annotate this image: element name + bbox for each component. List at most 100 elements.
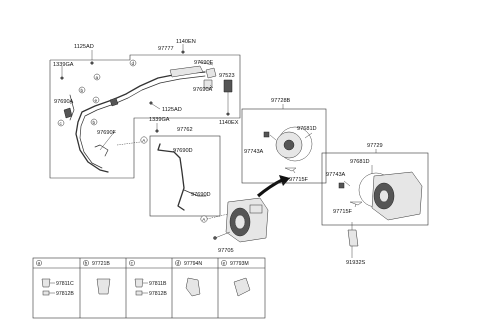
label-97705[interactable]: 97705 xyxy=(218,248,234,254)
svg-text:c: c xyxy=(60,121,63,126)
legend-table: a b 97721B c d 97794N e 97793M 97811C 97… xyxy=(32,257,266,319)
svg-text:b: b xyxy=(93,120,96,125)
label-91932s[interactable]: 91932S xyxy=(346,260,366,266)
bracket-part[interactable] xyxy=(109,97,119,107)
bolt-1125ad-mid[interactable] xyxy=(149,101,153,105)
clip-part[interactable] xyxy=(63,107,73,119)
legend-cell-e[interactable]: e 97793M xyxy=(221,260,249,267)
callout-d-hose[interactable]: d xyxy=(129,59,137,67)
label-97681d-bot[interactable]: 97681D xyxy=(350,159,370,165)
hose-97762-box xyxy=(149,135,221,217)
label-97681d-top[interactable]: 97681D xyxy=(297,126,317,132)
callout-e-hose[interactable]: e xyxy=(92,96,100,104)
svg-text:A: A xyxy=(202,217,206,222)
svg-text:97794N: 97794N xyxy=(184,261,202,267)
legend-cell-a[interactable]: a xyxy=(36,260,42,266)
fitting-97690a[interactable] xyxy=(203,79,213,89)
legend-cell-d[interactable]: d 97794N xyxy=(175,260,202,267)
hose-assembly-group xyxy=(49,44,241,179)
legend-label-97812b-a[interactable]: 97812B xyxy=(56,291,74,297)
label-97690a-left[interactable]: 97690A xyxy=(54,99,74,105)
label-97715f-bot[interactable]: 97715F xyxy=(333,209,353,215)
label-97690f[interactable]: 97690F xyxy=(97,130,117,136)
legend-part-97812b-a[interactable] xyxy=(42,290,50,296)
svg-text:d: d xyxy=(177,261,180,266)
muffler-part[interactable] xyxy=(169,65,204,78)
callout-a-hose[interactable]: a xyxy=(93,73,101,81)
label-97690d-top[interactable]: 97690D xyxy=(173,148,193,154)
compressor-box-97729: 97729 97681D 97743A 97715F 91932S xyxy=(321,143,429,266)
label-1140en[interactable]: 1140EN xyxy=(176,39,196,45)
label-97728b[interactable]: 97728B xyxy=(271,98,291,104)
callout-A-compressor[interactable]: A xyxy=(200,215,208,223)
suction-pipe xyxy=(75,71,206,173)
label-97523[interactable]: 97523 xyxy=(219,73,235,79)
legend-frame xyxy=(32,257,266,319)
callout-A-hose[interactable]: A xyxy=(140,136,148,144)
bolt-1140en[interactable] xyxy=(181,50,185,54)
legend-cell-b[interactable]: b 97721B xyxy=(83,260,110,267)
bolt-1125ad-top[interactable] xyxy=(90,61,94,65)
hose-97762[interactable] xyxy=(157,143,185,211)
compressor-97729-hub xyxy=(379,189,389,203)
svg-text:c: c xyxy=(131,261,134,266)
legend-label-97812b-c[interactable]: 97812B xyxy=(149,291,167,297)
bolt-97705[interactable] xyxy=(213,236,217,240)
callout-b-hose-2[interactable]: b xyxy=(90,118,98,126)
label-97690e[interactable]: 97690E xyxy=(194,60,214,66)
label-97729[interactable]: 97729 xyxy=(367,143,383,149)
label-97743a-top[interactable]: 97743A xyxy=(244,149,264,155)
callout-b-hose-1[interactable]: b xyxy=(78,86,86,94)
svg-text:b: b xyxy=(81,88,84,93)
legend-cell-c[interactable]: c xyxy=(129,260,135,266)
box-97728b xyxy=(241,108,327,184)
bolt-1339ga-left[interactable] xyxy=(60,76,64,80)
legend-part-97794n[interactable] xyxy=(185,277,201,297)
svg-text:97793M: 97793M xyxy=(230,261,249,267)
label-97715f-top[interactable]: 97715F xyxy=(289,177,309,183)
label-1140ex[interactable]: 1140EX xyxy=(219,120,239,126)
hose-97762-group xyxy=(149,135,221,217)
callout-c-hose[interactable]: c xyxy=(57,119,65,127)
label-97777[interactable]: 97777 xyxy=(158,46,174,52)
svg-text:a: a xyxy=(96,75,99,80)
legend-part-97812b-c[interactable] xyxy=(135,290,143,296)
discharge-pipe xyxy=(79,75,206,169)
bolt-1339ga-mid[interactable] xyxy=(155,129,159,133)
clutch-box-97728b: 97728B 97681D 97743A 97715F xyxy=(241,98,327,184)
legend-label-97811b[interactable]: 97811B xyxy=(149,281,167,287)
hose-assembly-box xyxy=(49,54,241,179)
compressor-group xyxy=(213,175,290,243)
clutch-center xyxy=(283,139,295,151)
fitting-97690e[interactable] xyxy=(205,67,217,79)
arrow-head xyxy=(279,175,290,186)
svg-text:a: a xyxy=(38,261,41,266)
bracket-91932s[interactable] xyxy=(347,229,359,247)
label-97690d-bot[interactable]: 97690D xyxy=(191,192,211,198)
svg-text:e: e xyxy=(95,98,98,103)
label-97690a-right[interactable]: 97690A xyxy=(193,87,213,93)
label-1125ad-mid[interactable]: 1125AD xyxy=(162,107,182,113)
legend-part-97811c[interactable] xyxy=(41,278,51,288)
part-97743a-bot[interactable] xyxy=(338,182,345,189)
legend-label-97811c[interactable]: 97811C xyxy=(56,281,74,287)
branch-line-left xyxy=(69,94,75,121)
part-97715f-bot[interactable] xyxy=(349,201,363,206)
legend-part-97793m[interactable] xyxy=(233,277,251,297)
svg-text:A: A xyxy=(142,138,146,143)
part-97743a-top[interactable] xyxy=(263,131,270,138)
label-1125ad-top[interactable]: 1125AD xyxy=(74,44,94,50)
part-97715f-top[interactable] xyxy=(284,167,297,172)
hose-97762-end xyxy=(183,189,207,197)
label-97762[interactable]: 97762 xyxy=(177,127,193,133)
bolt-1140ex[interactable] xyxy=(226,112,230,116)
part-97523[interactable] xyxy=(223,79,233,93)
legend-part-97811b[interactable] xyxy=(134,278,144,288)
label-1339ga-left[interactable]: 1339GA xyxy=(53,62,74,68)
label-97743a-bot[interactable]: 97743A xyxy=(326,172,346,178)
compressor-hub xyxy=(234,214,246,230)
label-1339ga-mid[interactable]: 1339GA xyxy=(149,117,170,123)
svg-text:e: e xyxy=(223,261,226,266)
legend-part-97721b[interactable] xyxy=(96,278,111,295)
